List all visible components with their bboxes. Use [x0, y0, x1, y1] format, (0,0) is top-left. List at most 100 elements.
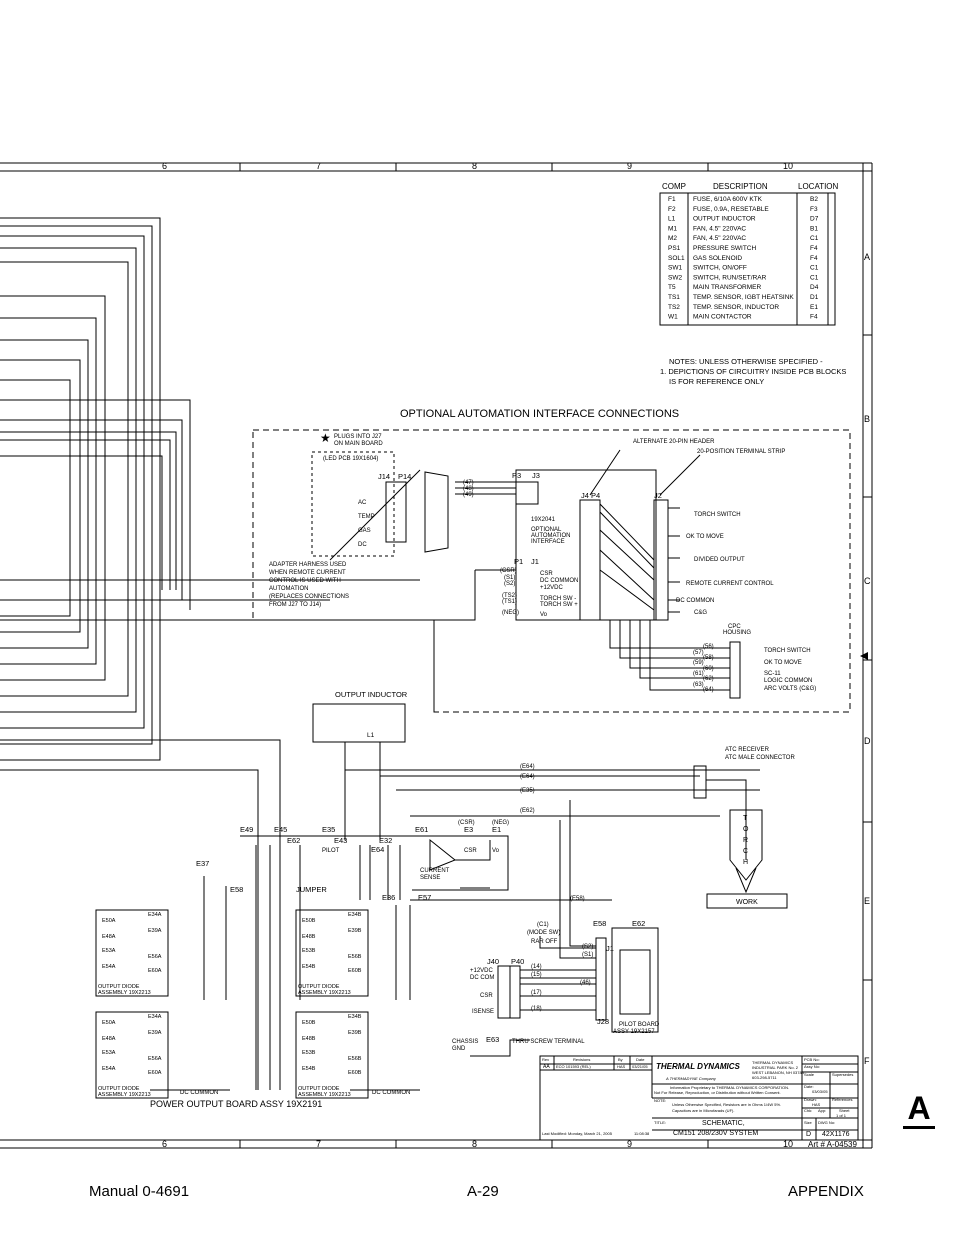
s2-label: (S2) [582, 944, 593, 950]
led-pcb-label: (LED PCB 19X1604) [323, 456, 378, 462]
board-desc: OPTIONAL [531, 527, 562, 533]
j2-output: REMOTE CURRENT CONTROL [686, 581, 774, 587]
diode-terminal-label: E53A [102, 948, 116, 954]
parts-row-loc: E1 [810, 304, 818, 311]
j2-output: DIVIDED OUTPUT [694, 557, 745, 563]
col-label: 6 [162, 1139, 167, 1149]
wire-label: (49) [463, 492, 474, 498]
parts-row-comp: W1 [668, 314, 678, 321]
parts-row-desc: SWITCH, ON/OFF [693, 265, 747, 272]
cpc-output: LOGIC COMMON [764, 678, 812, 684]
terminal-label: E58 [230, 885, 243, 894]
p40-label: P40 [511, 957, 524, 966]
rev-cell: AA [543, 1064, 550, 1070]
parts-row-comp: PS1 [668, 245, 681, 252]
alt-header-label: ALTERNATE 20-PIN HEADER [633, 439, 715, 445]
p14-label: P14 [398, 472, 411, 481]
adapter-note: WHEN REMOTE CURRENT [269, 570, 346, 576]
board-title: POWER OUTPUT BOARD ASSY 19X2191 [150, 1099, 322, 1109]
diode-terminal-label: E60A [148, 1070, 162, 1076]
diode-terminal-label: E50A [102, 1020, 116, 1026]
cpc-wire: (56) [703, 644, 714, 650]
j40-signal: +12VDC [470, 968, 494, 974]
parts-row-loc: D1 [810, 294, 819, 301]
size-value: D [806, 1131, 811, 1138]
title-line: CM151 208/230V SYSTEM [673, 1130, 758, 1137]
col-label: 8 [472, 161, 477, 171]
rev-cell: HAS [617, 1064, 626, 1069]
diode-terminal-label: E39B [348, 1030, 362, 1036]
col-label: 6 [162, 161, 167, 171]
art-number: Art # A-04539 [808, 1140, 857, 1149]
cpc-wire: (58) [703, 655, 714, 661]
parts-row-desc: TEMP. SENSOR, IGBT HEATSINK [693, 294, 794, 301]
note-text: Unless Otherwise Specified, Resistors ar… [672, 1102, 781, 1107]
note-label: NOTE: [654, 1098, 666, 1103]
terminal-label: E43 [334, 836, 347, 845]
terminal-label: E45 [274, 825, 287, 834]
terminal-label: E57 [418, 893, 431, 902]
notes-line: 1. DEPICTIONS OF CIRCUITRY INSIDE PCB BL… [660, 367, 846, 376]
sheet-label: Sheet [839, 1108, 850, 1113]
cpc-output: ARC VOLTS (C&G) [764, 686, 816, 692]
pilot-board-label: PILOT BOARD [619, 1022, 660, 1028]
led-label: DC [358, 542, 367, 548]
j4p4-label: J4 P4 [581, 491, 600, 500]
page-number: A-29 [467, 1183, 499, 1200]
terminal-label: E49 [240, 825, 253, 834]
terminal-label: E35 [322, 825, 335, 834]
terminal-label: E61 [415, 825, 428, 834]
parts-row-desc: OUTPUT INDUCTOR [693, 216, 756, 223]
wire-label: (48) [463, 486, 474, 492]
chassis-label: GND [452, 1046, 466, 1052]
address: 603-298-5711 [752, 1075, 777, 1080]
app-label: App: [818, 1108, 826, 1113]
address: WEST LEBANON, NH 03784 [752, 1070, 805, 1075]
size-label: Size [804, 1120, 813, 1125]
e63-label: E63 [486, 1035, 499, 1044]
parts-row-loc: B1 [810, 225, 818, 232]
board-desc: INTERFACE [531, 539, 565, 545]
torch-letter: O [743, 826, 749, 833]
section-name: APPENDIX [788, 1183, 864, 1200]
parts-row-comp: T5 [668, 284, 676, 291]
row-label: B [864, 414, 870, 424]
cpc-wire: (64) [703, 687, 714, 693]
parts-header-desc: DESCRIPTION [713, 182, 768, 191]
p1-wire: (NEG) [502, 610, 519, 616]
parts-row-loc: C1 [810, 274, 819, 281]
diode-terminal-label: E54B [302, 964, 316, 970]
cpc-output: OK TO MOVE [764, 660, 802, 666]
torch-letter: R [743, 837, 748, 844]
terminal-label: (NEG) [492, 820, 509, 826]
parts-row-loc: B2 [810, 196, 818, 203]
rev-header: Date [636, 1057, 645, 1062]
cpc-wire: (61) [693, 671, 704, 677]
row-label: F [864, 1056, 870, 1066]
cpc-wire: (63) [693, 682, 704, 688]
pcb-no: PCB No: [804, 1057, 820, 1062]
work-label: WORK [736, 899, 758, 906]
parts-row-loc: F4 [810, 314, 818, 321]
adapter-note: FROM J27 TO J14) [269, 602, 321, 608]
cable-wire: (E62) [520, 808, 535, 814]
diode-terminal-label: E34B [348, 1014, 362, 1020]
manual-number: Manual 0-4691 [89, 1183, 190, 1200]
cpc-title: HOUSING [723, 630, 751, 636]
diode-terminal-label: E60B [348, 1070, 362, 1076]
diode-terminal-label: E54A [102, 1066, 116, 1072]
p1-signal: +12VDC [540, 585, 564, 591]
drawn-value: HAS [812, 1102, 821, 1107]
parts-row-loc: F3 [810, 206, 818, 213]
diode-terminal-label: E34A [148, 912, 162, 918]
board-desc: AUTOMATION [531, 533, 570, 539]
torch-letter: H [743, 859, 748, 866]
col-label: 10 [783, 161, 793, 171]
adapter-note: CONTROL IS USED WITH [269, 578, 341, 584]
diode-assembly-name: OUTPUT DIODE [98, 984, 140, 990]
terminal-label: E62 [287, 836, 300, 845]
j40-signal: CSR [480, 993, 493, 999]
led-label: AC [358, 500, 367, 506]
wire-label: (47) [463, 480, 474, 486]
title-label: TITLE: [654, 1120, 666, 1125]
